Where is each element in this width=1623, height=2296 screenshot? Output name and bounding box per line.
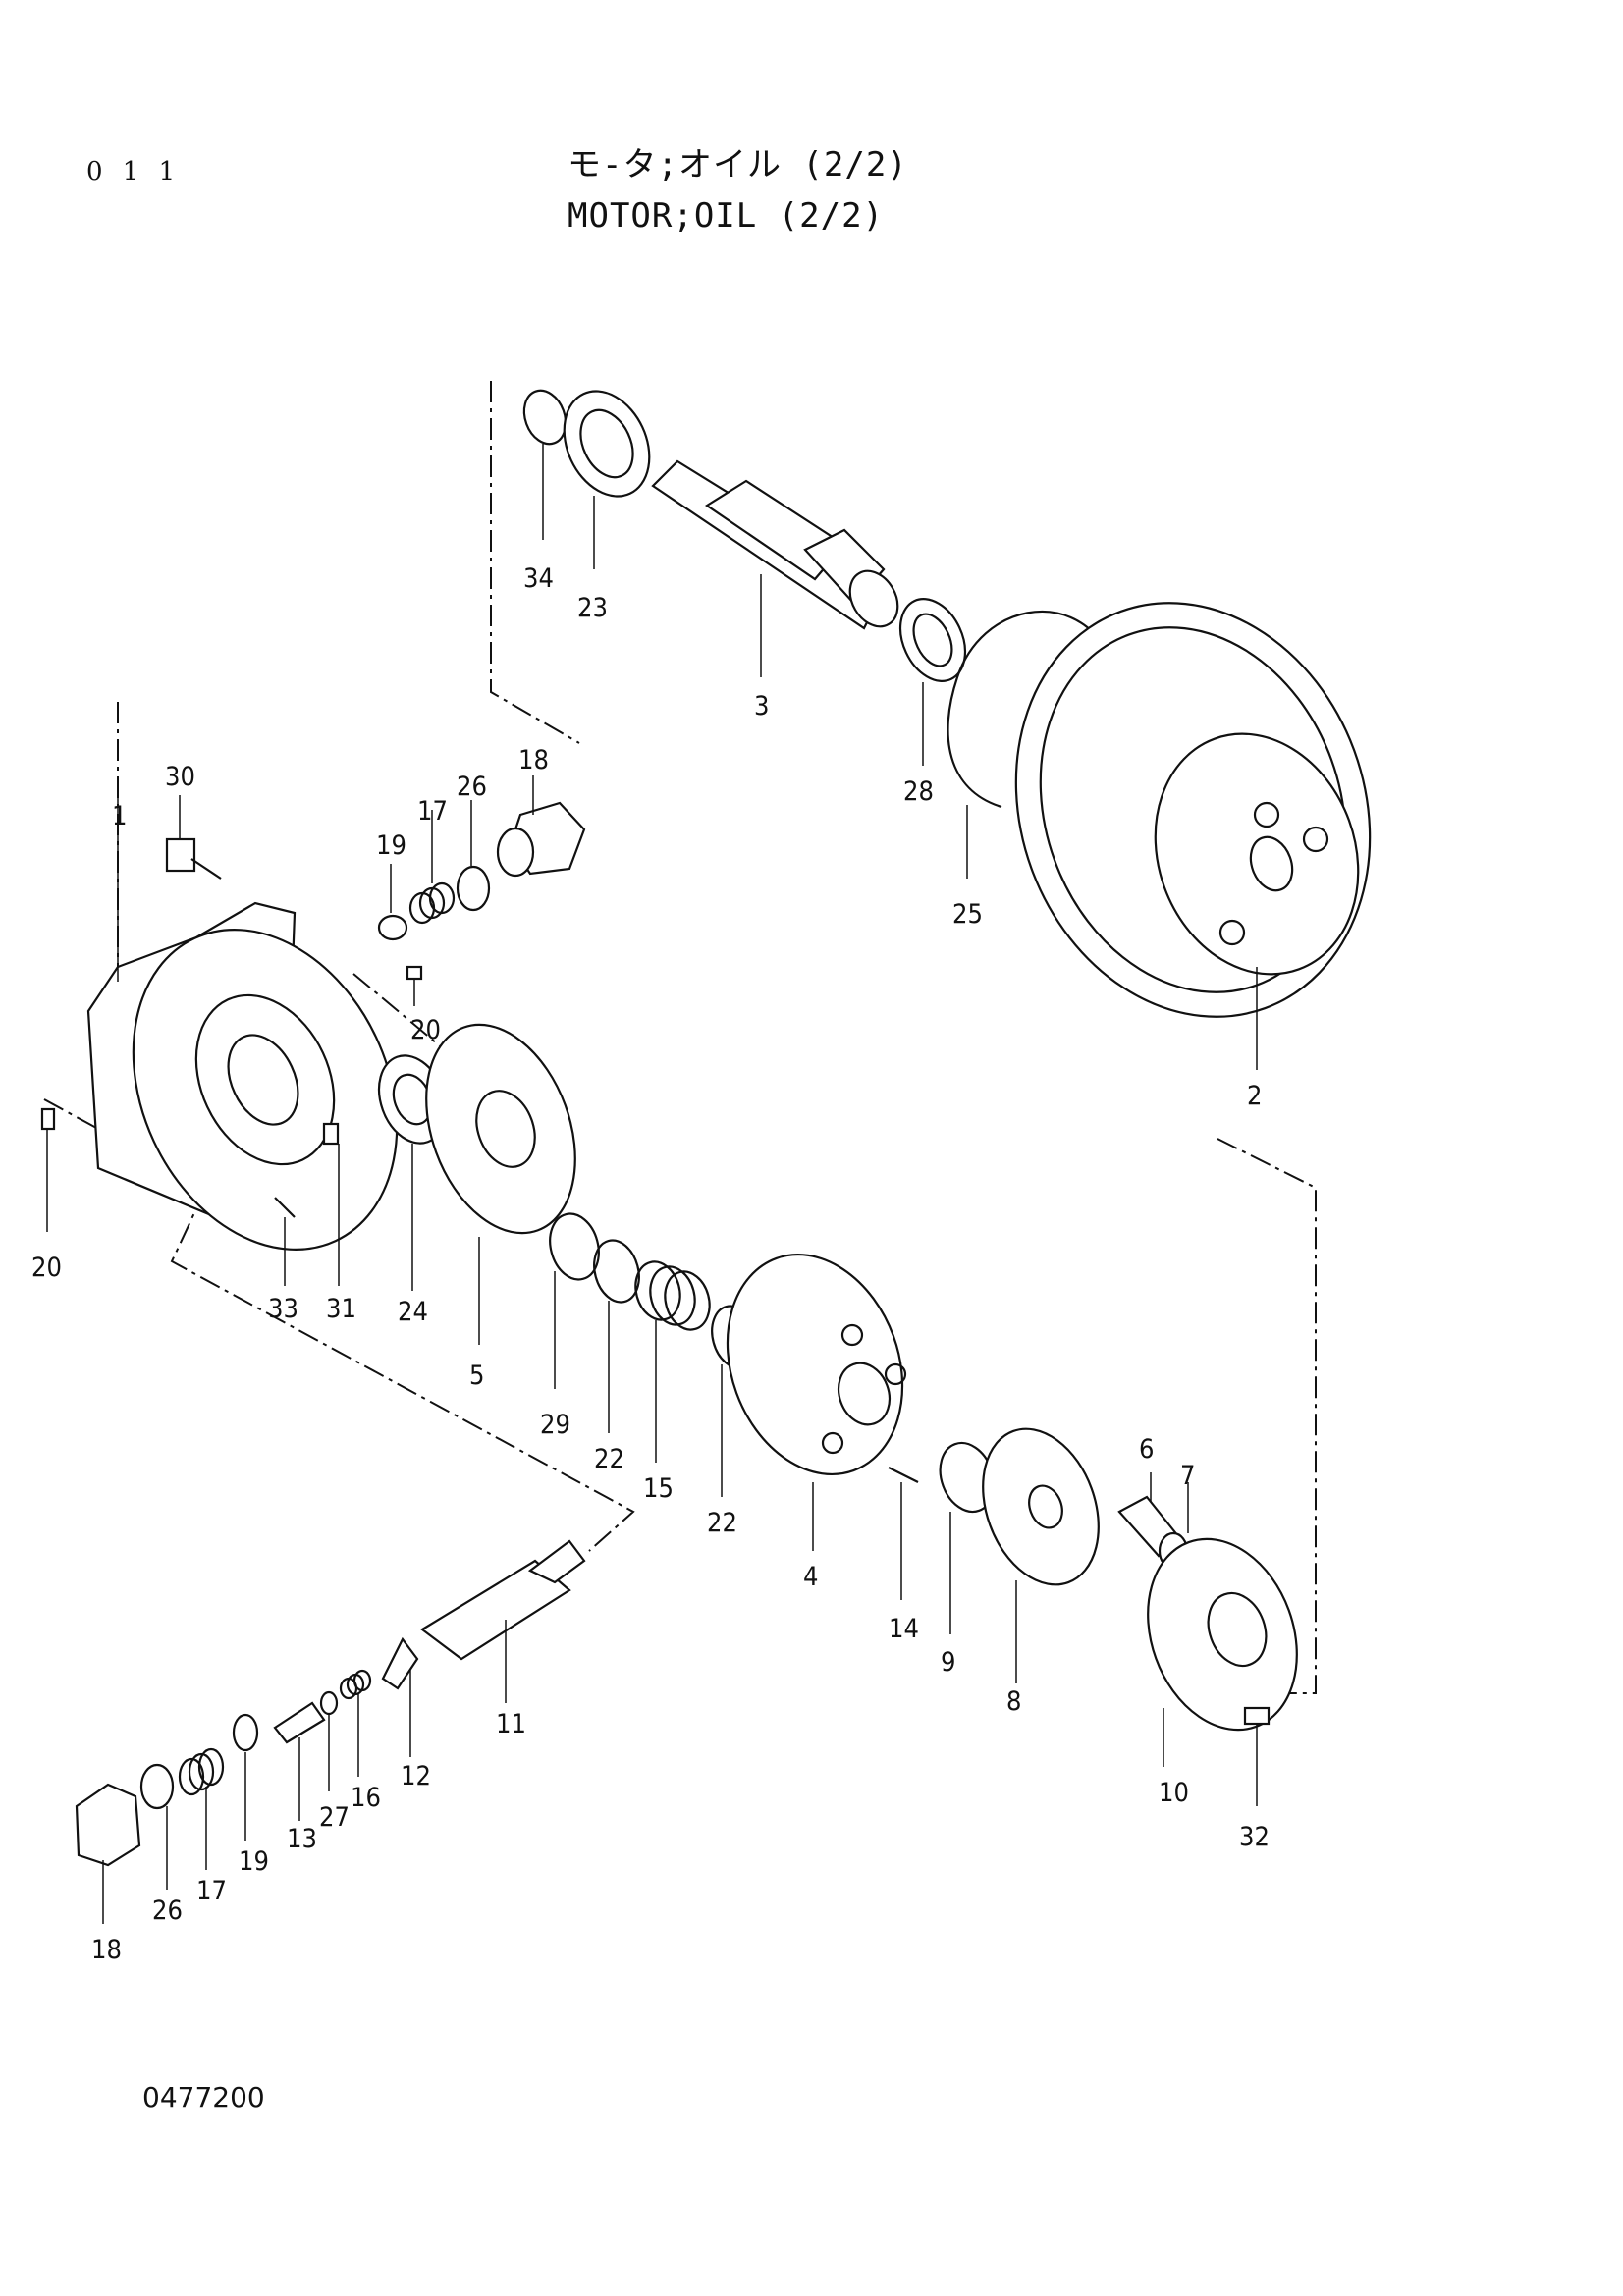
callout-34: 34 xyxy=(523,563,554,594)
callout-26-lower: 26 xyxy=(152,1896,183,1926)
drive-shaft-3 xyxy=(651,459,899,677)
pin-32 xyxy=(1243,1706,1271,1806)
o-ring-27 xyxy=(319,1690,339,1791)
plunger-12 xyxy=(381,1636,419,1757)
pin-31 xyxy=(322,1122,340,1286)
bushing-9 xyxy=(939,1441,996,1634)
callout-27: 27 xyxy=(319,1802,350,1833)
callout-25: 25 xyxy=(952,899,983,930)
title-english: MOTOR;OIL (2/2) xyxy=(568,196,885,236)
callout-31: 31 xyxy=(326,1294,356,1324)
bearing-23 xyxy=(563,390,651,569)
callout-13: 13 xyxy=(287,1824,317,1854)
callout-17-upper: 17 xyxy=(417,796,448,827)
spring-17-lower xyxy=(178,1747,225,1870)
callout-2: 2 xyxy=(1247,1081,1262,1111)
callout-9: 9 xyxy=(941,1647,955,1678)
callout-30: 30 xyxy=(165,762,195,792)
callout-26-upper: 26 xyxy=(457,772,487,802)
cylinder-block-4 xyxy=(726,1253,907,1551)
callout-17-lower: 17 xyxy=(196,1876,227,1906)
callout-19-upper: 19 xyxy=(376,830,406,861)
pin-33 xyxy=(274,1197,296,1286)
callout-12: 12 xyxy=(401,1761,431,1791)
callout-labels: 34 23 3 28 25 2 30 1 18 26 17 19 20 20 3… xyxy=(31,563,1270,1965)
retainer-plate-8 xyxy=(982,1427,1100,1683)
cover-plate-10 xyxy=(1147,1537,1298,1767)
callout-15: 15 xyxy=(643,1473,674,1504)
callout-20-lower: 20 xyxy=(31,1253,62,1283)
ring-22-left xyxy=(593,1239,640,1433)
o-ring-26-lower xyxy=(139,1763,175,1890)
document-code: 0477200 xyxy=(142,2081,265,2113)
callout-18-upper: 18 xyxy=(518,745,549,775)
callout-28: 28 xyxy=(903,776,934,807)
spring-17-upper xyxy=(408,810,456,925)
callout-20-upper: 20 xyxy=(410,1015,441,1045)
callout-6: 6 xyxy=(1139,1434,1154,1465)
callout-22-right: 22 xyxy=(707,1508,737,1538)
callout-18-lower: 18 xyxy=(91,1935,122,1965)
callout-16: 16 xyxy=(351,1783,381,1813)
circlip-34 xyxy=(522,389,568,540)
callout-4: 4 xyxy=(803,1562,818,1592)
bolt-30 xyxy=(165,795,222,880)
motor-housing-2 xyxy=(1014,602,1372,1070)
valve-plate-5 xyxy=(425,1023,576,1345)
callout-11: 11 xyxy=(496,1709,526,1739)
callout-7: 7 xyxy=(1180,1461,1195,1491)
callout-3: 3 xyxy=(754,691,769,721)
title-japanese: モ-タ;オイル (2/2) xyxy=(568,145,908,185)
oil-seal-28 xyxy=(898,598,967,766)
page-number: 0 1 1 xyxy=(86,157,182,187)
spring-15 xyxy=(634,1260,711,1463)
o-ring-25 xyxy=(947,610,1106,879)
poppet-13 xyxy=(273,1701,326,1821)
plug-18-upper xyxy=(496,775,586,878)
callout-23: 23 xyxy=(577,593,608,623)
plug-18-lower xyxy=(75,1783,141,1924)
callout-32: 32 xyxy=(1239,1822,1270,1852)
plug-20-upper xyxy=(406,965,423,1006)
washer-19-lower xyxy=(232,1713,259,1841)
callout-22-left: 22 xyxy=(594,1444,624,1474)
pin-14 xyxy=(888,1467,919,1600)
snap-ring-29 xyxy=(549,1212,600,1389)
callout-19-lower: 19 xyxy=(239,1846,269,1877)
callout-29: 29 xyxy=(540,1410,570,1440)
plug-20-lower xyxy=(40,1107,56,1232)
o-ring-26-upper xyxy=(456,800,491,912)
cover-1 xyxy=(86,795,399,1251)
callout-10: 10 xyxy=(1159,1778,1189,1808)
callout-14: 14 xyxy=(889,1614,919,1644)
callout-5: 5 xyxy=(469,1361,484,1391)
callout-24: 24 xyxy=(398,1297,428,1327)
spring-16 xyxy=(339,1669,372,1777)
callout-33: 33 xyxy=(268,1294,298,1324)
callout-1: 1 xyxy=(112,801,127,831)
spool-11 xyxy=(420,1539,586,1703)
callout-8: 8 xyxy=(1006,1686,1021,1717)
washer-19-upper xyxy=(377,864,408,941)
